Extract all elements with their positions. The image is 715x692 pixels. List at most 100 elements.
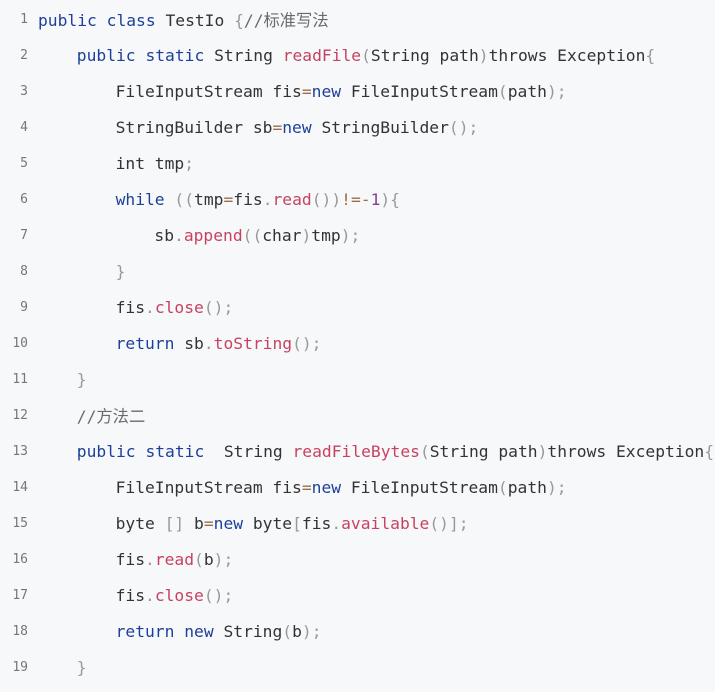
code-token: public [38,11,97,30]
code-token: toString [213,333,293,353]
code-token: ){ [380,189,400,209]
code-token: ) [301,225,312,245]
code-token: (( [242,225,263,245]
code-line: 4 StringBuilder sb=new StringBuilder(); [0,109,715,145]
code-text: sb.append((char)tmp); [154,226,360,245]
code-token: } [76,369,87,389]
code-token: new [311,81,342,101]
code-token: fis [301,513,332,533]
code-token [136,46,146,65]
code-token: ); [546,477,567,497]
code-token: ) [537,441,548,461]
code-token: sb [154,225,174,245]
code-line: 8} [0,253,715,289]
code-token: String [213,621,283,641]
code-token: FileInputStream fis [115,81,302,101]
code-token: (); [292,333,322,353]
line-number: 9 [20,299,28,315]
code-token: ( [282,621,293,641]
code-token: tmp [311,225,341,245]
line-number: 15 [12,515,28,531]
code-text: } [116,262,126,281]
code-token: } [76,657,87,677]
code-token: b [203,549,214,569]
code-token: !=- [341,189,371,209]
code-text: StringBuilder sb=new StringBuilder(); [116,118,479,137]
code-token: ); [301,621,322,641]
code-token: ()]; [429,513,469,533]
code-token: tmp [194,189,224,209]
code-line: 12//方法二 [0,397,715,433]
code-token: FileInputStream [341,477,498,497]
code-token: (); [203,585,234,605]
line-number: 18 [12,623,28,639]
line-number: 19 [12,659,28,675]
line-number: 2 [20,47,28,63]
code-text: } [77,658,87,677]
line-number: 4 [20,119,28,135]
code-token: //方法二 [76,407,146,426]
line-number: 17 [12,587,28,603]
code-token: append [183,225,243,245]
code-token: String path [429,441,538,461]
code-token: b [184,513,204,533]
code-token [97,11,107,30]
code-token: new [213,513,244,533]
code-line: 19} [0,649,715,685]
code-text: public class TestIo {//标准写法 [38,7,329,31]
code-token: sb [174,333,204,353]
code-text: fis.close(); [116,586,234,605]
code-token: (); [448,117,479,137]
code-token: FileInputStream [341,81,498,101]
code-token: close [154,297,204,317]
code-token: [ [292,513,302,533]
code-token: = [203,513,214,533]
code-line: 7 sb.append((char)tmp); [0,217,715,253]
code-token: fis [115,549,146,569]
code-token: . [145,549,155,569]
code-token: ); [213,549,234,569]
code-text: return new String(b); [116,622,322,641]
code-token: byte [243,513,293,533]
code-token: TestIo [155,11,235,30]
line-number: 13 [12,443,28,459]
code-token: fis [233,189,263,209]
code-token: { [234,11,244,30]
code-token: . [145,585,155,605]
line-number: 7 [20,227,28,243]
code-token: ( [194,549,204,569]
code-token: new [311,477,342,497]
code-token: read [154,549,195,569]
code-token: char [262,225,302,245]
code-text: int tmp; [116,154,194,173]
code-text: while ((tmp=fis.read())!=-1){ [116,190,400,209]
code-token: static [145,441,205,461]
code-token: read [272,189,312,209]
code-token: . [145,297,155,317]
code-text: //方法二 [77,403,145,427]
code-token: while [115,189,165,209]
code-token: ; [184,153,195,173]
code-line: 17 fis.close(); [0,577,715,613]
code-token: byte [115,513,165,533]
code-token: StringBuilder [311,117,449,137]
code-token: String [204,45,283,65]
code-token: } [115,261,126,281]
code-line: 11} [0,361,715,397]
code-token: . [262,189,273,209]
code-token: new [282,117,312,137]
code-token: [] [164,513,185,533]
code-token: throws Exception [488,45,646,65]
code-token: = [301,81,312,101]
code-token: . [174,225,184,245]
code-token: . [203,333,214,353]
line-number: 8 [20,263,28,279]
code-text: } [77,370,87,389]
code-token: String path [370,45,479,65]
